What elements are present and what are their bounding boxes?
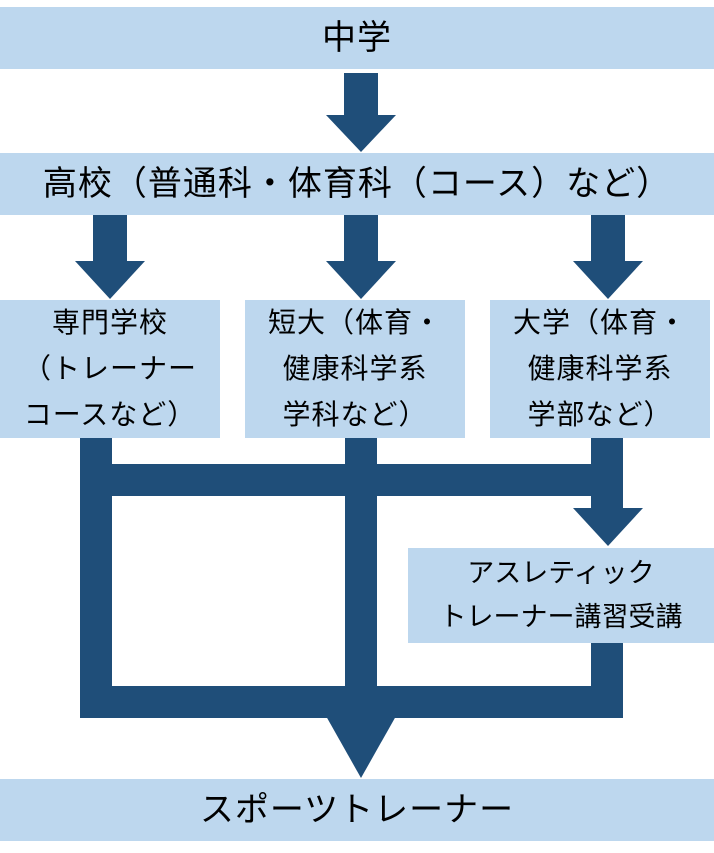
- athletic-trainer-course-label: アスレティック トレーナー講習受講: [439, 557, 683, 633]
- box-junior-high-school: 中学: [0, 7, 714, 69]
- box-athletic-trainer-course: アスレティック トレーナー講習受講: [408, 548, 714, 643]
- box-vocational-school: 専門学校 （トレーナー コースなど）: [0, 300, 220, 438]
- arrow-to-sports-trainer: [326, 716, 396, 778]
- university-label: 大学（体育・ 健康科学系 学部など）: [512, 306, 687, 431]
- arrow-to-junior-college: [326, 215, 396, 299]
- vocational-school-label: 専門学校 （トレーナー コースなど）: [22, 306, 197, 431]
- junior-college-label: 短大（体育・ 健康科学系 学科など）: [267, 306, 442, 431]
- box-sports-trainer: スポーツトレーナー: [0, 779, 714, 841]
- box-high-school: 高校（普通科・体育科（コース）など）: [0, 153, 714, 215]
- arrow-to-university: [573, 215, 643, 299]
- connector-upper-horizontal: [80, 464, 623, 496]
- connector-lower-horizontal: [80, 686, 623, 718]
- sports-trainer-label: スポーツトレーナー: [199, 789, 515, 830]
- box-junior-college: 短大（体育・ 健康科学系 学科など）: [245, 300, 465, 438]
- arrow-to-high-school: [326, 73, 396, 152]
- junior-high-school-label: 中学: [322, 17, 392, 58]
- high-school-label: 高校（普通科・体育科（コース）など）: [42, 163, 672, 204]
- arrow-to-athletic-trainer-course: [573, 508, 643, 546]
- box-university: 大学（体育・ 健康科学系 学部など）: [490, 300, 710, 438]
- arrow-to-vocational-school: [75, 215, 145, 299]
